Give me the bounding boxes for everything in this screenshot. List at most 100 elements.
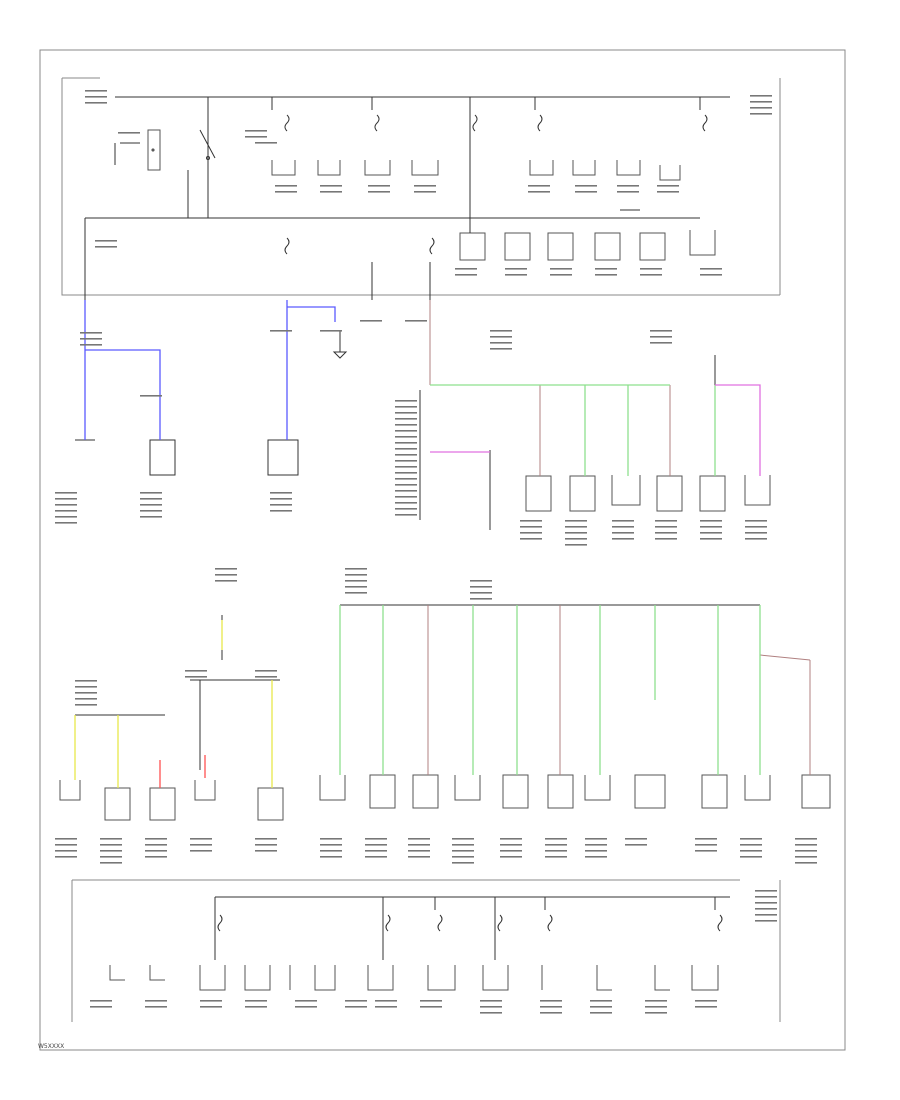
- label-text-stroke: [140, 498, 162, 500]
- label-text-stroke: [365, 850, 387, 852]
- label-text-stroke: [90, 1000, 112, 1002]
- ground-icon: [332, 351, 348, 359]
- label-text-stroke: [695, 1006, 717, 1008]
- label-text-stroke: [420, 1006, 442, 1008]
- label-text-stroke: [452, 862, 474, 864]
- label-text-stroke: [408, 844, 430, 846]
- label-text-stroke: [745, 532, 767, 534]
- label-text-stroke: [270, 504, 292, 506]
- label-text-stroke: [745, 526, 767, 528]
- label-text-stroke: [395, 460, 417, 462]
- label-text-stroke: [490, 342, 512, 344]
- label-text-stroke: [145, 1006, 167, 1008]
- label-text-stroke: [190, 838, 212, 840]
- label-text-stroke: [55, 838, 77, 840]
- label-text-stroke: [740, 844, 762, 846]
- label-text-stroke: [645, 1006, 667, 1008]
- wire-trace: [85, 349, 161, 440]
- label-text-stroke: [550, 268, 572, 270]
- label-text-stroke: [365, 838, 387, 840]
- label-text-stroke: [545, 856, 567, 858]
- label-text-stroke: [565, 520, 587, 522]
- label-text-stroke: [700, 274, 722, 276]
- label-text-stroke: [640, 268, 662, 270]
- label-text-stroke: [200, 1000, 222, 1002]
- label-text-stroke: [585, 838, 607, 840]
- label-text-stroke: [540, 1000, 562, 1002]
- label-text-stroke: [695, 1000, 717, 1002]
- label-text-stroke: [414, 185, 436, 187]
- label-text-stroke: [320, 191, 342, 193]
- wire-trace: [715, 384, 761, 476]
- label-text-stroke: [270, 498, 292, 500]
- label-text-stroke: [245, 1000, 267, 1002]
- label-text-stroke: [740, 856, 762, 858]
- label-text-stroke: [345, 574, 367, 576]
- label-text-stroke: [740, 838, 762, 840]
- label-text-stroke: [540, 1006, 562, 1008]
- label-text-stroke: [480, 1012, 502, 1014]
- label-text-stroke: [408, 838, 430, 840]
- label-text-stroke: [545, 850, 567, 852]
- label-text-stroke: [395, 412, 417, 414]
- label-text-stroke: [100, 838, 122, 840]
- label-text-stroke: [145, 1000, 167, 1002]
- label-text-stroke: [452, 850, 474, 852]
- label-text-stroke: [320, 185, 342, 187]
- label-text-stroke: [55, 516, 77, 518]
- label-text-stroke: [455, 268, 477, 270]
- label-text-stroke: [100, 856, 122, 858]
- label-text-stroke: [395, 448, 417, 450]
- label-text-stroke: [185, 676, 207, 678]
- label-text-stroke: [395, 508, 417, 510]
- label-text-stroke: [520, 526, 542, 528]
- label-text-stroke: [575, 191, 597, 193]
- label-text-stroke: [270, 492, 292, 494]
- label-text-stroke: [700, 526, 722, 528]
- label-text-stroke: [215, 574, 237, 576]
- label-text-stroke: [200, 1006, 222, 1008]
- label-text-stroke: [755, 920, 777, 922]
- label-text-stroke: [295, 1000, 317, 1002]
- label-text-stroke: [575, 185, 597, 187]
- label-text-stroke: [795, 862, 817, 864]
- label-text-stroke: [795, 844, 817, 846]
- label-text-stroke: [395, 502, 417, 504]
- label-text-stroke: [145, 844, 167, 846]
- label-text-stroke: [80, 344, 102, 346]
- label-text-stroke: [612, 520, 634, 522]
- label-text-stroke: [528, 185, 550, 187]
- label-text-stroke: [255, 850, 277, 852]
- label-text-stroke: [480, 1000, 502, 1002]
- label-text-stroke: [585, 844, 607, 846]
- label-text-stroke: [55, 844, 77, 846]
- label-text-stroke: [345, 1000, 367, 1002]
- label-text-stroke: [500, 844, 522, 846]
- label-text-stroke: [345, 580, 367, 582]
- label-text-stroke: [270, 330, 292, 332]
- label-text-stroke: [140, 395, 162, 397]
- label-text-stroke: [470, 580, 492, 582]
- label-text-stroke: [695, 850, 717, 852]
- label-text-stroke: [395, 490, 417, 492]
- label-text-stroke: [55, 522, 77, 524]
- label-text-stroke: [85, 96, 107, 98]
- label-text-stroke: [550, 274, 572, 276]
- label-text-stroke: [700, 520, 722, 522]
- label-text-stroke: [215, 568, 237, 570]
- label-text-stroke: [520, 532, 542, 534]
- label-text-stroke: [414, 191, 436, 193]
- label-text-stroke: [565, 538, 587, 540]
- label-text-stroke: [590, 1000, 612, 1002]
- label-text-stroke: [500, 850, 522, 852]
- label-text-stroke: [700, 532, 722, 534]
- label-text-stroke: [75, 692, 97, 694]
- label-text-stroke: [55, 856, 77, 858]
- label-text-stroke: [650, 330, 672, 332]
- label-text-stroke: [585, 850, 607, 852]
- label-text-stroke: [55, 510, 77, 512]
- label-text-stroke: [617, 185, 639, 187]
- label-text-stroke: [100, 862, 122, 864]
- label-text-stroke: [140, 504, 162, 506]
- fuse-icon: [217, 914, 723, 932]
